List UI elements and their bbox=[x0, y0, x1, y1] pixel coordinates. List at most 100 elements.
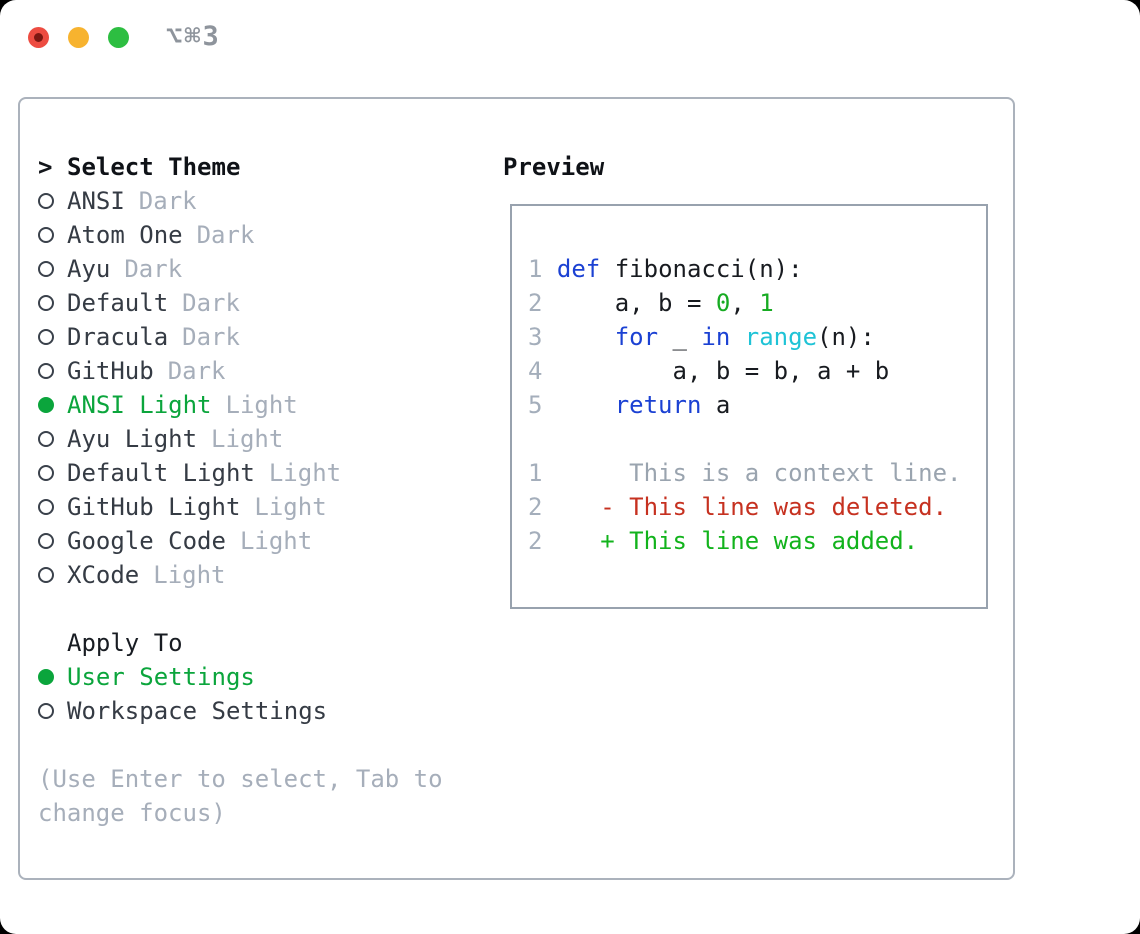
theme-option-atom-one[interactable]: Atom One Dark bbox=[38, 218, 470, 252]
code-token: a bbox=[701, 391, 731, 419]
theme-option-ayu-light[interactable]: Ayu Light Light bbox=[38, 422, 470, 456]
theme-variant-tag: Dark bbox=[182, 323, 240, 351]
line-number: 2 bbox=[528, 289, 557, 317]
diff-line-deleted: 2 - This line was deleted. bbox=[528, 490, 986, 524]
code-line: 3 for _ in range(n): bbox=[528, 320, 986, 354]
theme-option-label: Atom One bbox=[67, 221, 183, 249]
focus-arrow-icon: > bbox=[38, 153, 53, 181]
radio-icon bbox=[38, 499, 67, 515]
theme-variant-tag: Light bbox=[153, 561, 226, 589]
code-token: a, b = bbox=[556, 289, 716, 317]
radio-icon bbox=[38, 703, 67, 719]
line-number: 2 bbox=[528, 527, 543, 555]
code-token: a, b = b, a + b bbox=[556, 357, 890, 385]
apply-option-label: Workspace Settings bbox=[67, 697, 328, 725]
radio-unselected-icon bbox=[38, 567, 54, 583]
radio-icon bbox=[38, 227, 67, 243]
radio-unselected-icon bbox=[38, 499, 54, 515]
code-token: (n): bbox=[817, 323, 875, 351]
radio-unselected-icon bbox=[38, 363, 54, 379]
line-number: 1 bbox=[528, 459, 543, 487]
radio-icon bbox=[38, 295, 67, 311]
theme-variant-tag: Light bbox=[239, 527, 313, 555]
window-shortcut-label: ⌥⌘3 bbox=[166, 21, 221, 52]
preview-heading: Preview bbox=[503, 150, 988, 184]
blank-line bbox=[528, 422, 986, 456]
radio-icon bbox=[38, 363, 67, 379]
traffic-lights bbox=[28, 27, 129, 48]
theme-option-label: XCode bbox=[67, 561, 140, 589]
preview-panel: Preview 1 def fibonacci(n):2 a, b = 0, 1… bbox=[503, 150, 988, 609]
theme-option-google-code[interactable]: Google Code Light bbox=[38, 524, 470, 558]
code-token bbox=[730, 323, 744, 351]
code-token: for bbox=[614, 323, 659, 351]
code-line: 4 a, b = b, a + b bbox=[528, 354, 986, 388]
theme-variant-tag: Light bbox=[225, 391, 298, 419]
close-button[interactable] bbox=[28, 27, 49, 48]
apply-to-heading: Apply To bbox=[38, 626, 470, 660]
theme-option-ansi-light[interactable]: ANSI Light Light bbox=[38, 388, 470, 422]
select-theme-heading-label: Select Theme bbox=[67, 153, 241, 181]
radio-icon bbox=[38, 193, 67, 209]
theme-option-label: ANSI bbox=[67, 187, 125, 215]
line-number: 1 bbox=[528, 255, 557, 283]
theme-variant-tag: Dark bbox=[167, 357, 226, 385]
preview-heading-label: Preview bbox=[503, 153, 605, 181]
minimize-button[interactable] bbox=[68, 27, 89, 48]
radio-icon bbox=[38, 431, 67, 447]
theme-variant-tag: Light bbox=[211, 425, 284, 453]
theme-option-label: Google Code bbox=[67, 527, 226, 555]
theme-option-xcode[interactable]: XCode Light bbox=[38, 558, 470, 592]
diff-line-added: 2 + This line was added. bbox=[528, 524, 986, 558]
line-number: 5 bbox=[528, 391, 557, 419]
theme-variant-tag: Light bbox=[268, 459, 342, 487]
theme-option-label: GitHub Light bbox=[67, 493, 241, 521]
radio-unselected-icon bbox=[38, 703, 54, 719]
radio-icon bbox=[38, 261, 67, 277]
theme-variant-tag: Dark bbox=[196, 221, 255, 249]
radio-icon bbox=[38, 465, 67, 481]
spacer bbox=[38, 592, 470, 626]
code-token: range bbox=[744, 323, 818, 351]
maximize-button[interactable] bbox=[108, 27, 129, 48]
close-dot-icon bbox=[34, 33, 43, 42]
theme-option-label: Default bbox=[67, 289, 169, 317]
theme-option-label: ANSI Light bbox=[67, 391, 212, 419]
diff-text: - This line was deleted. bbox=[542, 493, 948, 521]
radio-unselected-icon bbox=[38, 193, 54, 209]
apply-option-user-settings[interactable]: User Settings bbox=[38, 660, 470, 694]
diff-text: This is a context line. bbox=[542, 459, 962, 487]
code-token: return bbox=[614, 391, 702, 419]
apply-to-heading-label: Apply To bbox=[67, 629, 183, 657]
code-token: 0 bbox=[715, 289, 731, 317]
theme-variant-tag: Light bbox=[254, 493, 327, 521]
code-token: in bbox=[701, 323, 731, 351]
theme-option-label: Ayu Light bbox=[67, 425, 198, 453]
code-token bbox=[557, 391, 615, 419]
code-token: def bbox=[556, 255, 601, 283]
apply-option-label: User Settings bbox=[67, 663, 255, 691]
radio-icon bbox=[38, 397, 67, 413]
code-line: 5 return a bbox=[528, 388, 986, 422]
radio-icon bbox=[38, 669, 67, 685]
code-token: 1 bbox=[759, 289, 774, 317]
code-token bbox=[557, 323, 615, 351]
apply-option-workspace-settings[interactable]: Workspace Settings bbox=[38, 694, 470, 728]
theme-option-github-light[interactable]: GitHub Light Light bbox=[38, 490, 470, 524]
select-theme-heading: > Select Theme bbox=[38, 150, 470, 184]
theme-option-ansi[interactable]: ANSI Dark bbox=[38, 184, 470, 218]
radio-unselected-icon bbox=[38, 533, 54, 549]
theme-variant-tag: Dark bbox=[138, 187, 197, 215]
radio-icon bbox=[38, 329, 67, 345]
line-number: 4 bbox=[528, 357, 557, 385]
radio-unselected-icon bbox=[38, 227, 54, 243]
